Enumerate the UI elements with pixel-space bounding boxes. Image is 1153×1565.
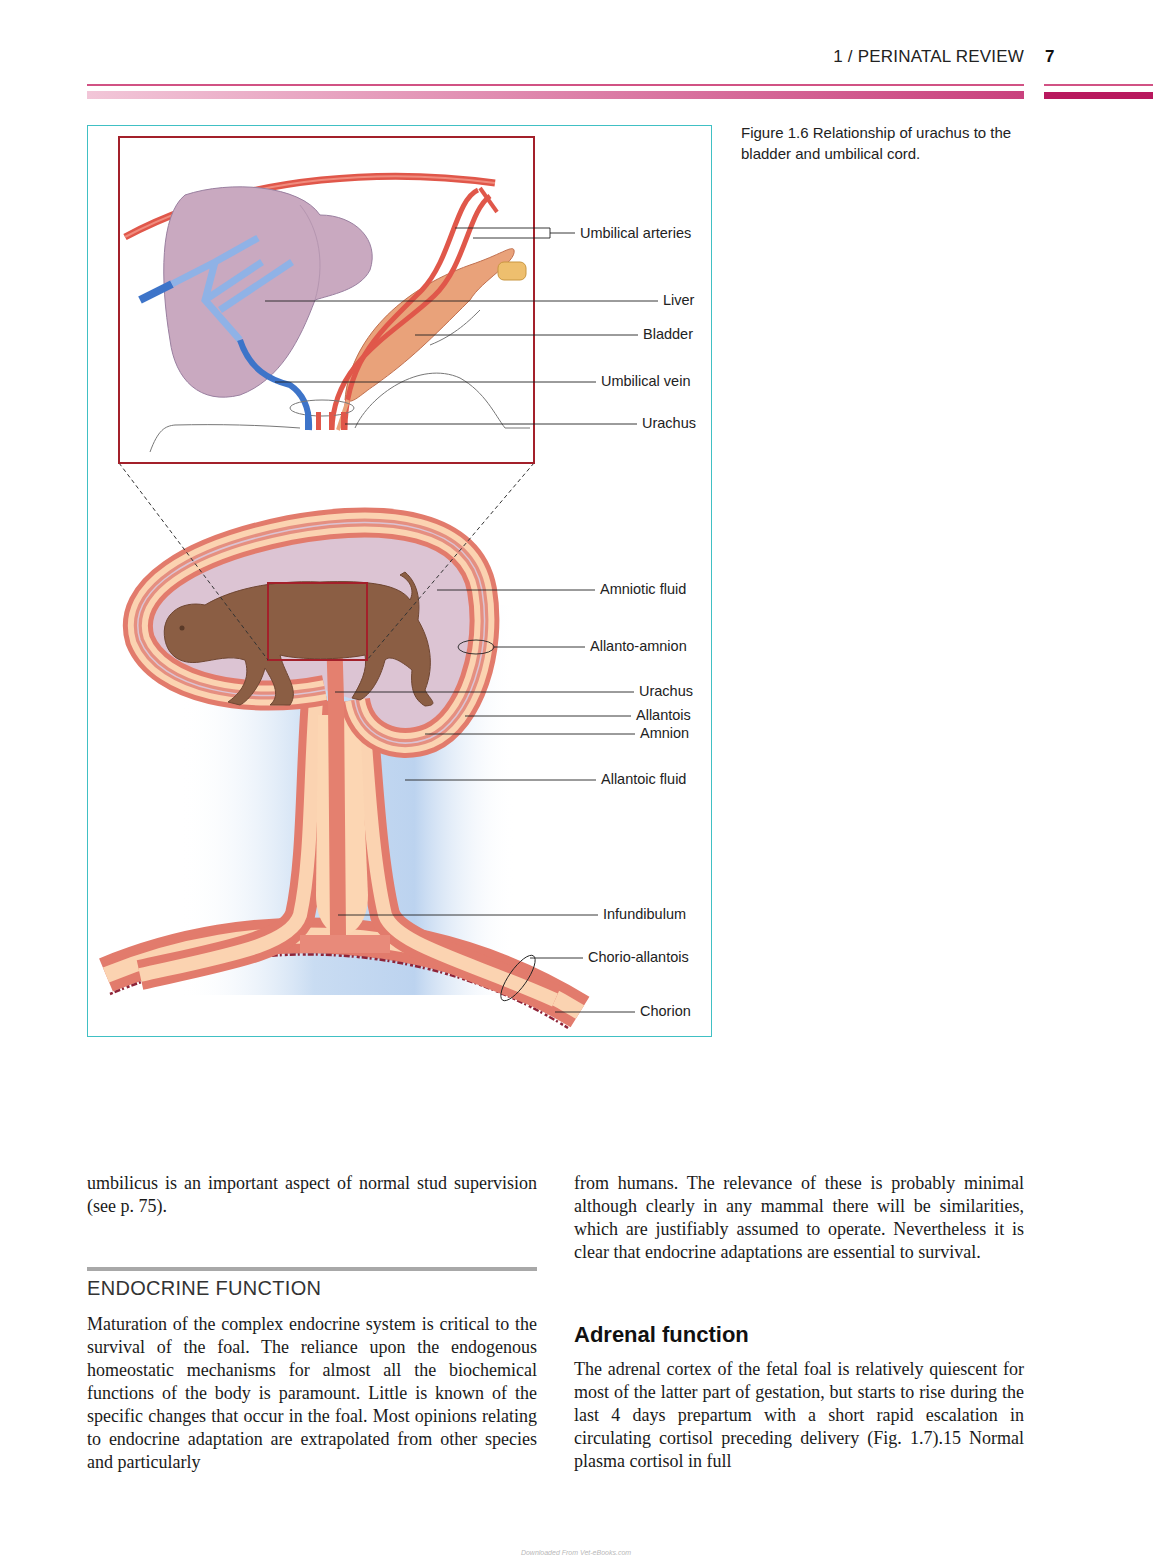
leader-lines-part [335,692,634,693]
header-rules-part [87,84,1024,86]
zoom-guide [367,463,534,660]
leader-lines-part [275,382,596,383]
foal [164,572,433,706]
part-label: Umbilical arteries [580,224,691,242]
leader-lines-part [494,647,585,648]
amniotic-sac-part [138,523,485,743]
body-paragraph: umbilicus is an important aspect of norm… [87,1172,537,1218]
body-paragraph: The adrenal cortex of the fetal foal is … [574,1358,1024,1473]
inset-anatomy-part [140,284,172,300]
inset-anatomy-part [305,412,311,430]
stalk-walls-part [140,700,316,975]
stalk-walls [140,700,555,1000]
part-label: Liver [663,291,694,309]
watermark: Downloaded From Vet-eBooks.com [521,1544,631,1562]
leader-lines-part [338,915,598,916]
leader-lines-part [425,734,635,735]
amniotic-sac-part [138,523,485,743]
section-rule [87,1267,537,1271]
inset-anatomy-part [355,373,530,428]
part-label: Allantois [636,706,691,724]
umbilical-cord [334,632,338,935]
leader-lines-part [555,1012,635,1013]
infundibulum-base [300,935,390,953]
foal-eye [180,626,185,631]
part-label: Urachus [639,682,693,700]
inset-anatomy [125,176,530,452]
part-label: Allanto-amnion [590,637,687,655]
part-label: Bladder [643,325,693,343]
page-number: 7 [1045,48,1054,66]
header-rules-part [1044,92,1153,99]
amniotic-sac-part [138,523,485,743]
inset-anatomy-part [316,412,321,430]
part-label: Chorio-allantois [588,948,689,966]
body-paragraph: from humans. The relevance of these is p… [574,1172,1024,1264]
leader-lines-part [455,228,550,229]
inset-anatomy-part [240,340,309,430]
inset-anatomy-part [329,412,334,430]
leader-lines-part [405,780,596,781]
part-label: Umbilical vein [601,372,690,390]
leader-lines-part [458,640,494,654]
inset-anatomy-part [150,425,300,452]
leader-lines-part [345,424,637,425]
inset-anatomy-part [498,262,526,280]
inset-frame [119,137,534,463]
inset-anatomy-part [480,188,497,212]
leader-lines-part [473,238,550,239]
inset-anatomy-part [300,205,320,300]
part-label: Amniotic fluid [600,580,686,598]
leader-lines-part [437,590,595,591]
leader-lines-part [265,301,658,302]
subsection-heading: Adrenal function [574,1326,749,1344]
inset-anatomy-part [345,190,478,430]
leader-lines-part [530,958,583,959]
zoom-box [268,583,367,660]
running-header: 1 / PERINATAL REVIEW [833,48,1024,66]
part-label: Chorion [640,1002,691,1020]
part-label: Allantoic fluid [601,770,686,788]
leader-lines-part [495,951,541,1006]
zoom-guide [119,463,268,660]
inset-anatomy-part [164,187,372,397]
amniotic-sac-part [138,523,485,743]
stalk-walls-part [140,700,316,975]
inset-anatomy-part [332,196,490,430]
inset-anatomy-part [172,238,292,340]
amniotic-sac [138,523,485,743]
amniotic-sac-part [138,523,485,743]
part-label: Amnion [640,724,689,742]
leader-lines [265,228,658,1012]
header-rules [87,85,1153,99]
leader-lines-part [550,233,575,234]
header-rules-part [1044,84,1153,86]
inset-anatomy-part [341,412,346,430]
leader-lines-part [465,716,631,717]
figure-caption: Figure 1.6 Relationship of urachus to th… [741,122,1026,164]
body-paragraph: Maturation of the complex endocrine syst… [87,1313,537,1474]
leader-lines-part [415,335,638,336]
figure-frame [88,126,712,1037]
header-rules-part [87,91,1024,99]
section-heading: ENDOCRINE FUNCTION [87,1279,321,1297]
inset-anatomy-part [345,249,514,402]
part-label: Urachus [642,414,696,432]
part-label: Infundibulum [603,905,686,923]
